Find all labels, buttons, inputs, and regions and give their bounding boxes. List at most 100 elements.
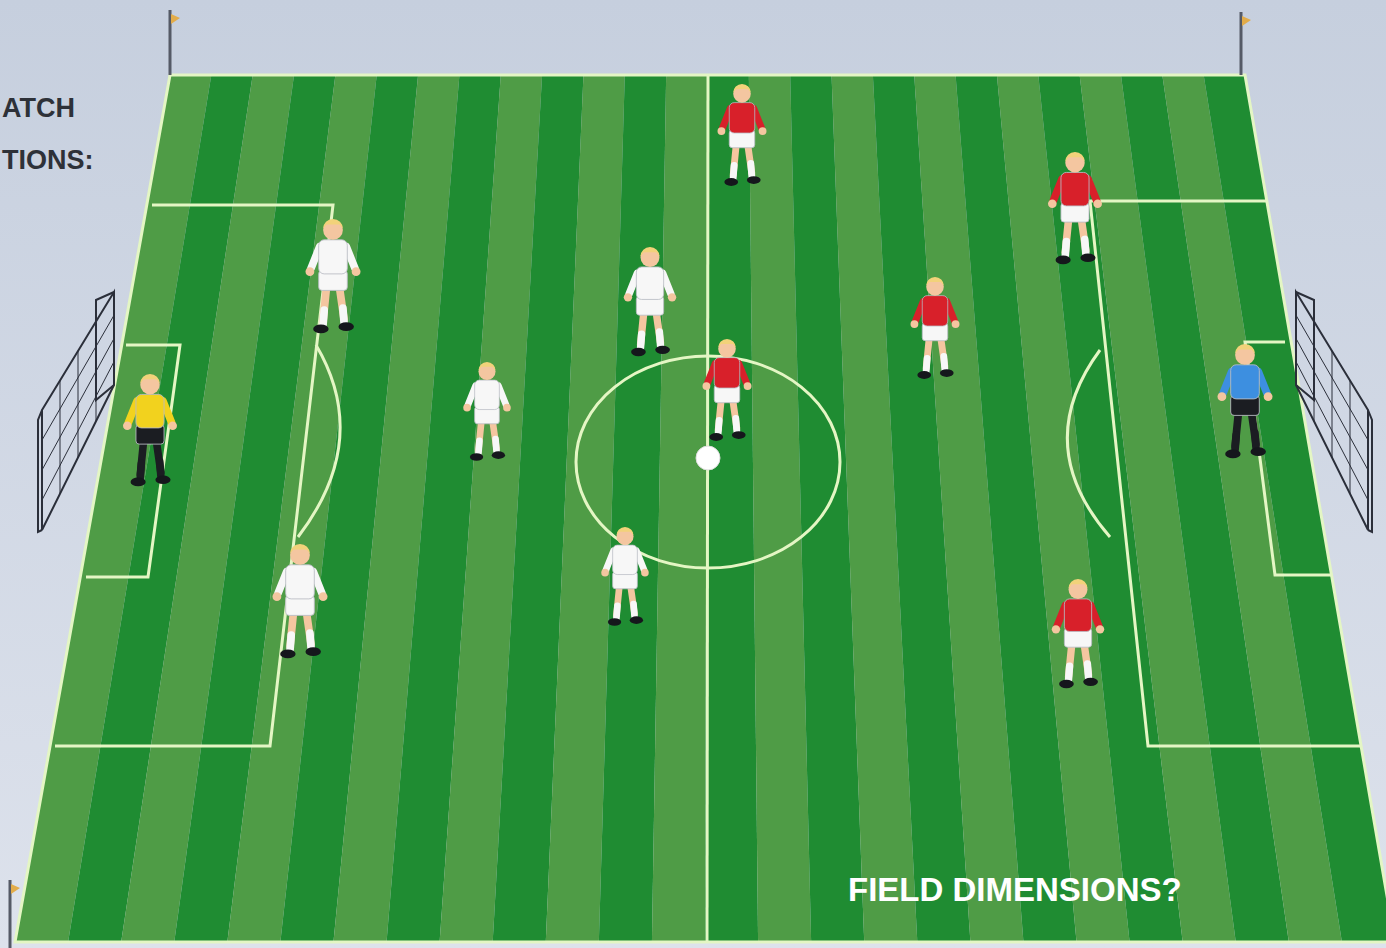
- sock: [160, 461, 161, 475]
- goal-net: [60, 381, 61, 494]
- sock: [1065, 242, 1066, 256]
- goal-net: [1350, 381, 1351, 494]
- sock: [747, 163, 755, 176]
- sock: [310, 633, 311, 647]
- shoe: [747, 176, 761, 184]
- player: [306, 219, 361, 333]
- head: [926, 278, 944, 296]
- sock: [732, 418, 740, 431]
- goal-frame: [42, 292, 114, 530]
- shoe: [732, 431, 746, 439]
- hair: [641, 247, 660, 256]
- hand: [952, 320, 960, 328]
- sock: [630, 604, 638, 616]
- flag-cloth: [1242, 16, 1251, 26]
- shoe: [630, 616, 643, 624]
- hair: [926, 277, 944, 286]
- head: [718, 340, 736, 358]
- shoe: [1059, 680, 1074, 688]
- hand: [319, 592, 328, 601]
- hand: [306, 267, 315, 276]
- sock: [1085, 239, 1086, 253]
- goal: [1296, 292, 1372, 532]
- shoe: [940, 369, 954, 377]
- hand: [1264, 392, 1273, 401]
- goal-net: [1296, 339, 1368, 471]
- hand: [352, 267, 361, 276]
- shirt: [1231, 365, 1260, 399]
- goal-net: [42, 362, 114, 500]
- field-lines: [15, 75, 1386, 942]
- hand: [641, 569, 649, 577]
- shoe: [1225, 450, 1240, 459]
- field: [15, 75, 1386, 942]
- shirt: [319, 240, 348, 274]
- hand: [123, 421, 132, 430]
- sock: [343, 308, 344, 322]
- sock: [475, 441, 483, 453]
- sock: [290, 635, 291, 649]
- player: [601, 527, 649, 626]
- shoe: [1251, 447, 1266, 456]
- ball: [696, 446, 720, 470]
- shirt: [286, 565, 315, 599]
- hair: [718, 339, 736, 348]
- goal-net: [42, 339, 114, 471]
- shoe: [339, 322, 354, 331]
- hand: [503, 404, 511, 412]
- hand: [1093, 199, 1102, 208]
- shoe: [1080, 253, 1095, 262]
- label-text: FIELD DIMENSIONS?: [848, 872, 1182, 908]
- sock: [323, 310, 324, 324]
- shirt: [636, 267, 663, 300]
- label-text: TIONS:: [2, 146, 94, 176]
- player: [123, 374, 177, 486]
- hand: [624, 293, 632, 301]
- shirt: [729, 103, 754, 133]
- sock: [1087, 664, 1088, 678]
- shoe: [131, 478, 146, 487]
- hand: [703, 382, 711, 390]
- sock: [492, 439, 500, 451]
- shoe: [492, 451, 505, 459]
- hand: [911, 320, 919, 328]
- corner-flag: [10, 880, 20, 948]
- goal: [38, 292, 114, 532]
- sock: [940, 356, 948, 369]
- corner-flag: [170, 10, 180, 75]
- shoe: [631, 348, 646, 356]
- sock: [613, 606, 621, 618]
- hand: [273, 592, 282, 601]
- goal-frame: [96, 292, 114, 400]
- penalty-area: [1090, 201, 1362, 746]
- shirt: [714, 358, 739, 388]
- shoe: [608, 618, 621, 626]
- touchline: [15, 75, 1386, 942]
- shirt: [613, 545, 638, 574]
- hand: [463, 404, 471, 412]
- sock: [641, 334, 642, 348]
- shoe: [917, 371, 931, 379]
- shoe: [709, 433, 723, 441]
- head: [478, 363, 495, 380]
- penalty-arc: [1067, 350, 1110, 537]
- corner-flag: [1241, 12, 1251, 75]
- shoe: [155, 475, 170, 484]
- head: [616, 528, 633, 545]
- hair: [1069, 579, 1088, 588]
- goal-net: [1296, 362, 1368, 500]
- hand: [759, 127, 767, 135]
- sock: [140, 464, 141, 478]
- player: [1052, 579, 1105, 688]
- player: [911, 277, 960, 379]
- shoe: [724, 178, 738, 186]
- hair: [478, 362, 495, 371]
- center-circle: [576, 356, 840, 568]
- grass-stripe: [1204, 75, 1386, 942]
- player: [624, 247, 677, 356]
- penalty-arc: [298, 345, 340, 537]
- goal-frame: [38, 410, 42, 532]
- hand: [168, 421, 177, 430]
- shoe: [313, 325, 328, 334]
